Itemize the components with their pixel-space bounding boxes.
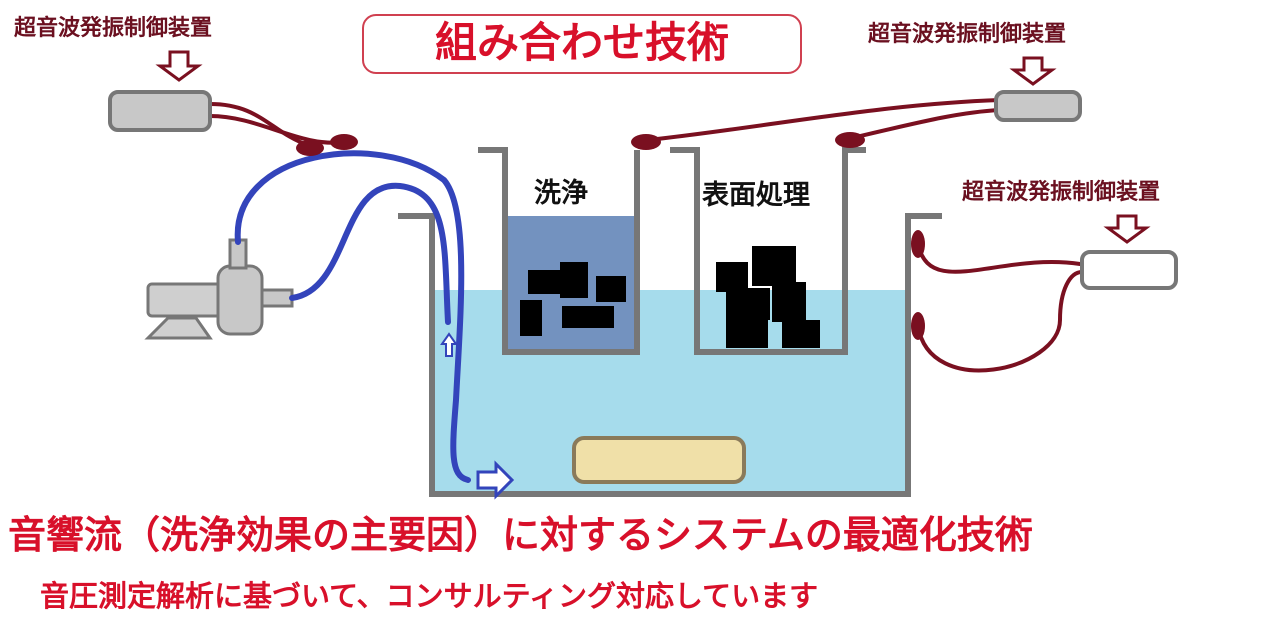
cable [916, 242, 1082, 274]
workpiece [562, 306, 614, 328]
workpiece [596, 276, 626, 302]
transducer [911, 230, 925, 258]
controller-box-left [108, 90, 212, 132]
cable [850, 108, 1002, 140]
workpiece [782, 320, 820, 348]
cable [208, 102, 312, 148]
cleaning-workpieces [520, 262, 626, 336]
transducer [835, 132, 865, 148]
surface-tank [670, 147, 866, 355]
transducer [911, 312, 925, 340]
transducer [330, 134, 358, 150]
device-label-top-right: 超音波発振制御装置 [868, 22, 1067, 47]
hose-inlet [289, 182, 451, 325]
ultrasonic-transducers [296, 132, 925, 340]
pump-base [144, 316, 213, 340]
cable [208, 114, 346, 145]
transducer [631, 134, 661, 150]
pump [144, 238, 294, 340]
title-frame: 組み合わせ技術 [362, 14, 802, 74]
controller-box-top-right [994, 90, 1082, 122]
pump-motor [146, 282, 230, 318]
down-arrow-icon [1103, 214, 1151, 244]
workpiece [726, 318, 768, 348]
workpiece [560, 262, 588, 298]
control-cables [208, 98, 1084, 373]
footer-headline: 音響流（洗浄効果の主要因）に対するシステムの最適化技術 [8, 513, 1033, 557]
cable [646, 98, 1002, 142]
down-arrow-icon [155, 50, 203, 82]
diagram-title: 組み合わせ技術 [434, 18, 729, 67]
pump-housing [216, 264, 264, 336]
flow-arrow-up-icon [440, 332, 458, 357]
footer-subline: 音圧測定解析に基づいて、コンサルティング対応しています [40, 579, 819, 613]
workpiece [520, 300, 542, 336]
flow-arrow-right-icon [476, 460, 515, 500]
workpiece [752, 246, 796, 286]
device-label-left: 超音波発振制御装置 [14, 16, 213, 41]
surface-workpieces [716, 246, 820, 348]
device-label-right: 超音波発振制御装置 [962, 180, 1161, 205]
bottom-transducer [572, 436, 746, 484]
hose-outlet [234, 150, 471, 483]
cleaning-tank [478, 147, 640, 355]
pump-inlet [260, 288, 294, 308]
cleaning-tank-label: 洗浄 [534, 178, 588, 209]
workpiece [528, 270, 560, 294]
down-arrow-icon [1009, 56, 1057, 86]
cable [916, 270, 1084, 373]
workpiece [726, 288, 770, 320]
outer-tank [398, 213, 942, 497]
surface-tank-label: 表面処理 [702, 180, 810, 211]
controller-box-right [1080, 250, 1178, 290]
workpiece [772, 282, 806, 322]
workpiece [716, 262, 748, 292]
circulation-hoses [234, 150, 471, 483]
transducer [296, 140, 324, 156]
